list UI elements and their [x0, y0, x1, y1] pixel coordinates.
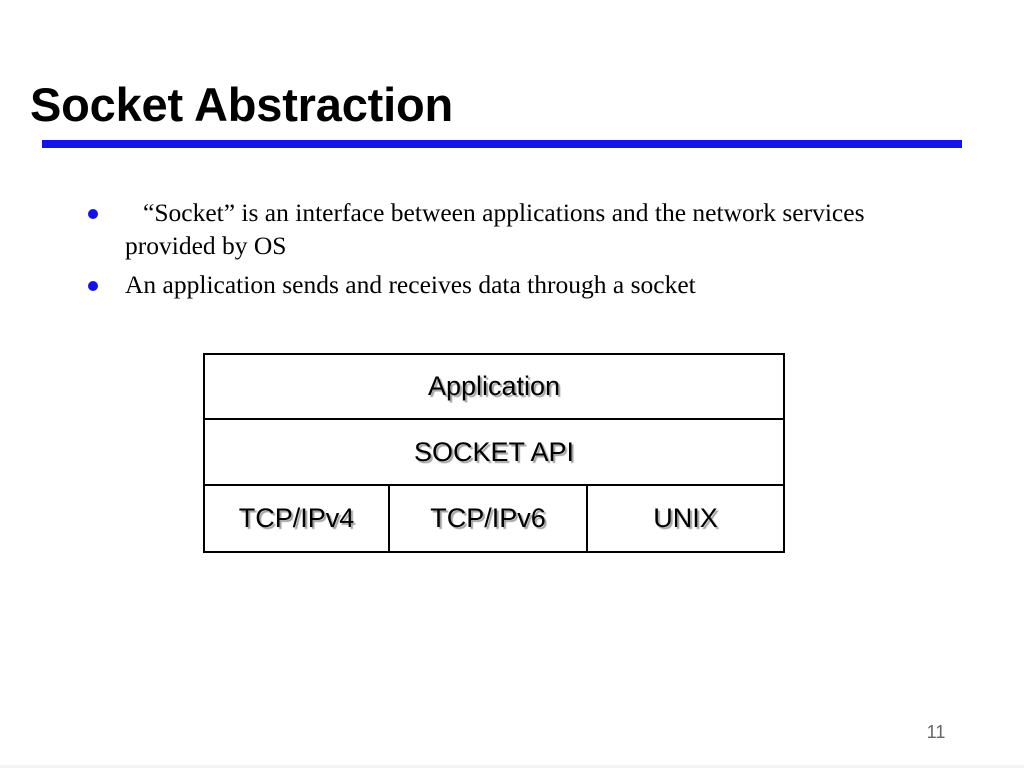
diagram-row-protocols: TCP/IPv4 TCP/IPv6 UNIX	[205, 486, 783, 551]
diagram-cell-socket-api: SOCKET API	[413, 436, 575, 467]
list-item-label: An application sends and receives data t…	[125, 270, 696, 299]
bullet-dot-icon	[88, 209, 98, 219]
list-item: An application sends and receives data t…	[80, 268, 960, 301]
page-number: 11	[926, 722, 946, 742]
slide-bottom-edge	[0, 765, 1024, 768]
list-item-label: “Socket” is an interface between applica…	[125, 198, 865, 260]
bullet-dot-icon	[88, 281, 98, 291]
diagram-row-socket-api: SOCKET API	[205, 420, 783, 486]
diagram-cell-unix: UNIX	[653, 503, 718, 533]
socket-stack-diagram: Application SOCKET API TCP/IPv4 TCP/IPv6…	[203, 353, 785, 553]
page-title: Socket Abstraction	[30, 78, 453, 131]
diagram-cell-application: Application	[427, 371, 561, 401]
title-underline-rule	[42, 140, 962, 148]
diagram-cell-tcp-ipv6: TCP/IPv6	[390, 486, 588, 551]
diagram-cell-tcp-ipv4: TCP/IPv4	[205, 486, 390, 551]
diagram-row-application: Application	[205, 355, 783, 420]
list-item: “Socket” is an interface between applica…	[80, 196, 960, 262]
bullet-list: “Socket” is an interface between applica…	[80, 196, 960, 307]
